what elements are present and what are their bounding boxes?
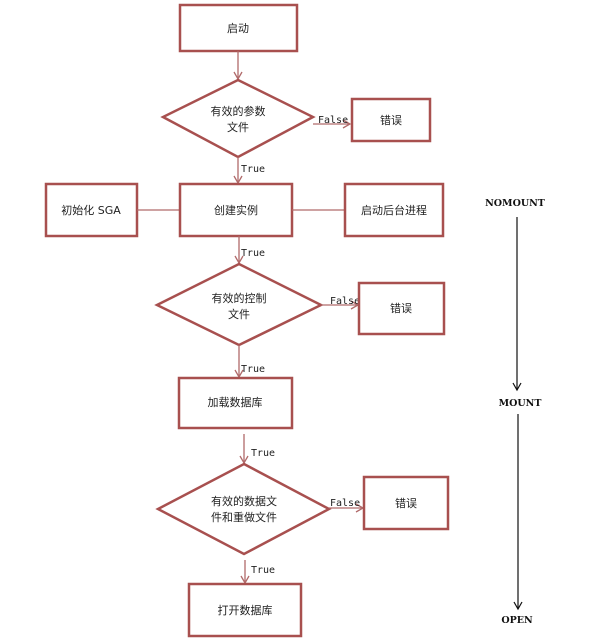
start-box: 启动 <box>178 3 299 53</box>
start-label: 启动 <box>227 22 249 35</box>
decision-label-line1: 有效的控制 <box>212 291 267 305</box>
true-label: True <box>241 248 265 259</box>
decision-control-file: 有效的控制 文件 <box>154 262 324 347</box>
true-label: True <box>241 164 265 175</box>
decision-label-line2: 件和重做文件 <box>211 510 277 524</box>
init-sga-label: 初始化 SGA <box>61 203 121 217</box>
error-box-3: 错误 <box>362 475 450 531</box>
error-box-1: 错误 <box>350 97 432 143</box>
open-database-box: 打开数据库 <box>187 582 303 638</box>
decision-label-line1: 有效的参数 <box>211 104 266 118</box>
false-label: False <box>318 115 348 126</box>
init-sga-box: 初始化 SGA <box>44 182 139 238</box>
error-label: 错误 <box>380 113 402 127</box>
true-label: True <box>241 364 265 375</box>
true-label: True <box>251 565 275 576</box>
decision-label-line2: 文件 <box>228 307 250 321</box>
start-bg-process-box: 启动后台进程 <box>343 182 445 238</box>
error-box-2: 错误 <box>357 281 446 336</box>
create-instance-box: 创建实例 <box>178 182 294 238</box>
load-database-label: 加载数据库 <box>208 395 263 409</box>
stage-nomount: NOMOUNT <box>485 198 545 209</box>
true-label: True <box>251 448 275 459</box>
decision-datafiles: 有效的数据文 件和重做文件 <box>155 462 332 556</box>
stage-open: OPEN <box>501 615 533 626</box>
false-label: False <box>330 498 360 509</box>
load-database-box: 加载数据库 <box>177 376 294 430</box>
false-label: False <box>330 296 360 307</box>
error-label: 错误 <box>395 496 417 510</box>
error-label: 错误 <box>390 301 412 315</box>
decision-label-line1: 有效的数据文 <box>211 494 277 508</box>
stage-mount: MOUNT <box>499 398 542 409</box>
decision-label-line2: 文件 <box>227 120 249 134</box>
decision-param-file: 有效的参数 文件 <box>160 78 316 159</box>
open-database-label: 打开数据库 <box>218 603 273 617</box>
start-bg-label: 启动后台进程 <box>361 203 427 217</box>
create-instance-label: 创建实例 <box>214 203 258 217</box>
